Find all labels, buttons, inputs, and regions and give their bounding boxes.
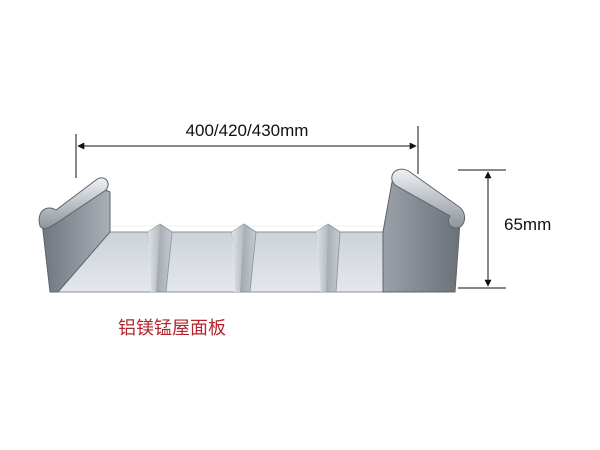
height-dimension: 65mm xyxy=(458,169,551,289)
panel-left-seam xyxy=(38,177,109,229)
panel-ribs xyxy=(147,223,341,293)
roof-panel xyxy=(38,168,465,293)
rib-3-light xyxy=(316,224,328,292)
width-dimension: 400/420/430mm xyxy=(75,121,419,178)
rib-2-light xyxy=(232,224,244,292)
panel-right-seam xyxy=(391,168,465,229)
height-label: 65mm xyxy=(504,215,551,234)
product-caption: 铝镁锰屋面板 xyxy=(118,318,226,339)
rib-1-light xyxy=(148,224,160,292)
width-label: 400/420/430mm xyxy=(186,121,309,140)
